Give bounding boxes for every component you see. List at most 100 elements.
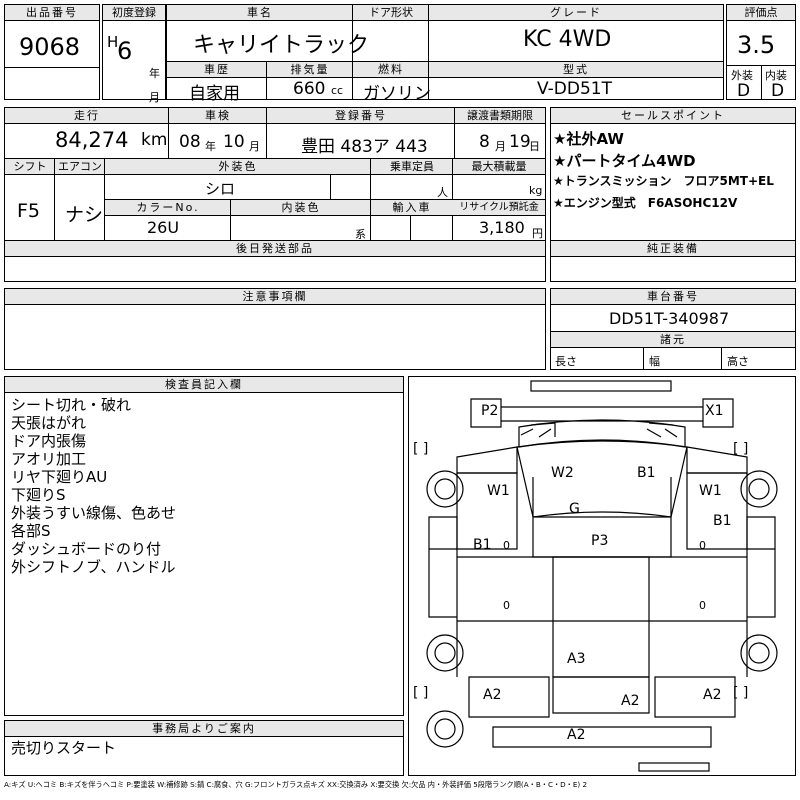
aircon-header: エアコン xyxy=(55,159,105,175)
rear-right-wheel xyxy=(740,634,778,672)
truck-diagram xyxy=(426,380,778,772)
zero-right-1: 0 xyxy=(699,539,706,552)
legend-footnote: A:キズ U:ヘコミ B:キズを伴うヘコミ P:要塗装 W:補修跡 S:錆 C:… xyxy=(4,780,588,789)
zero-left-2: 0 xyxy=(503,599,510,612)
sales-points-box: セールスポイント ★社外AW ★パートタイム4WD ★トランスミッション フロア… xyxy=(550,107,796,241)
sales-point-2: ★パートタイム4WD xyxy=(553,152,696,170)
era-letter: H xyxy=(107,33,119,51)
shift-value: F5 xyxy=(17,200,41,222)
genuine-equipment-box: 純正装備 xyxy=(550,240,796,282)
width-label: 幅 xyxy=(649,355,660,368)
year-unit: 年 xyxy=(149,67,160,80)
mark-g: G xyxy=(569,501,580,517)
chassis-header: 車台番号 xyxy=(551,289,795,305)
reg-no-header: 登録番号 xyxy=(267,108,455,124)
inspector-note-10: 外シフトノブ、ハンドル xyxy=(11,558,176,576)
color-no-header: カラーNo. xyxy=(105,200,231,216)
inspector-note-7: 外装うすい線傷、色あせ xyxy=(11,504,177,522)
genuine-equipment-header: 純正装備 xyxy=(551,241,795,257)
exterior-grade: D xyxy=(737,81,751,101)
sales-point-1: ★社外AW xyxy=(553,130,624,148)
length-label: 長さ xyxy=(555,355,577,368)
shift-header: シフト xyxy=(5,159,55,175)
first-registration-header: 初度登録 xyxy=(103,5,165,21)
color-number: 26U xyxy=(147,218,180,237)
first-registration-box: 初度登録 H 6 年 月 xyxy=(102,4,166,104)
height-label: 高さ xyxy=(727,355,749,368)
fuel-type: ガソリン xyxy=(363,84,431,104)
interior-grade: D xyxy=(771,81,785,101)
month-unit: 月 xyxy=(149,91,160,104)
lot-number-box: 出品番号 9068 xyxy=(4,4,100,100)
displacement-value: 660 xyxy=(293,79,326,99)
fuel-header: 燃料 xyxy=(353,62,429,78)
later-parts-box: 後日発送部品 xyxy=(4,240,546,282)
inspection-year-char: 年 xyxy=(205,140,216,153)
history-header: 車歴 xyxy=(167,62,267,78)
dimensions-header: 諸元 xyxy=(551,332,795,348)
int-color-unit: 系 xyxy=(355,228,366,241)
score-header: 評価点 xyxy=(727,5,795,21)
caution-box: 注意事項欄 xyxy=(4,288,546,370)
front-right-corner xyxy=(702,398,734,428)
sales-points-header: セールスポイント xyxy=(551,108,795,124)
lot-number-header: 出品番号 xyxy=(5,5,99,21)
later-parts-header: 後日発送部品 xyxy=(5,241,545,257)
caution-header: 注意事項欄 xyxy=(5,289,545,305)
exterior-color: シロ xyxy=(205,180,236,198)
grade-header: グレード xyxy=(429,5,723,21)
bracket-left: [ ] xyxy=(413,441,429,457)
bracket-left-rear: [ ] xyxy=(413,685,429,701)
mark-a2-right: A2 xyxy=(703,687,722,703)
exterior-label: 外装 xyxy=(731,69,753,82)
spec-row-box: 車歴 排気量 燃料 型式 自家用 660 cc ガソリン V-DD51T xyxy=(166,61,724,104)
mark-a2-left: A2 xyxy=(483,687,502,703)
car-name-box: 車名 ドア形状 グレード キャリイトラック KC 4WD xyxy=(166,4,724,62)
ext-color-header: 外装色 xyxy=(105,159,371,175)
damage-diagram-box: P2 X1 [ ] [ ] W2 B1 W1 W1 G B1 B1 0 P3 0… xyxy=(408,376,796,776)
mark-a2-center: A2 xyxy=(621,693,640,709)
mark-w1-right: W1 xyxy=(699,483,722,499)
cab-roof xyxy=(516,440,688,518)
mark-b1-cab: B1 xyxy=(637,465,656,481)
mark-a3: A3 xyxy=(567,651,586,667)
model-code: V-DD51T xyxy=(537,79,612,99)
office-note: 売切りスタート xyxy=(11,739,117,757)
inspector-note-3: ドア内張傷 xyxy=(11,432,87,450)
person-unit: 人 xyxy=(437,186,448,199)
vehicle-history: 自家用 xyxy=(189,84,240,104)
tailgate xyxy=(552,676,650,714)
zero-right-2: 0 xyxy=(699,599,706,612)
transfer-header: 譲渡書類期限 xyxy=(455,108,545,124)
displacement-header: 排気量 xyxy=(267,62,353,78)
recycle-header: リサイクル預託金 xyxy=(453,200,545,216)
car-name: キャリイトラック xyxy=(193,33,370,58)
front-left-corner xyxy=(470,398,502,428)
inspector-note-2: 天張はがれ xyxy=(11,414,87,432)
mark-a2-bottom: A2 xyxy=(567,727,586,743)
rear-left-panel xyxy=(468,676,550,718)
sales-point-3: ★トランスミッション フロア5MT+EL xyxy=(553,174,774,188)
kg-unit: kg xyxy=(529,184,543,197)
chassis-box: 車台番号 DD51T-340987 諸元 長さ 幅 高さ xyxy=(550,288,796,370)
inspector-note-1: シート切れ・破れ xyxy=(11,396,132,414)
office-guidance-header: 事務局よりご案内 xyxy=(5,721,403,737)
overall-score: 3.5 xyxy=(737,31,776,59)
mileage-value: 84,274 xyxy=(55,128,129,152)
first-registration-year: 6 xyxy=(117,37,133,65)
max-load-header: 最大積載量 xyxy=(453,159,545,175)
transfer-month: 8 xyxy=(479,132,490,152)
inspection-header: 車検 xyxy=(169,108,267,124)
front-right-wheel xyxy=(740,470,778,508)
details-box: 走行 車検 登録番号 譲渡書類期限 84,274 km 08 年 10 月 豊田… xyxy=(4,107,546,241)
front-left-wheel xyxy=(426,470,464,508)
sales-point-4: ★エンジン型式 F6ASOHC12V xyxy=(553,196,738,210)
chassis-number: DD51T-340987 xyxy=(609,309,730,328)
spare-wheel xyxy=(426,710,464,748)
rear-right-panel xyxy=(654,676,736,718)
mileage-header: 走行 xyxy=(5,108,169,124)
zero-left-1: 0 xyxy=(503,539,510,552)
recycle-fee: 3,180 xyxy=(479,218,525,237)
inspector-note-9: ダッシュボードのり付 xyxy=(11,540,162,558)
front-bumper-outline xyxy=(530,380,672,392)
